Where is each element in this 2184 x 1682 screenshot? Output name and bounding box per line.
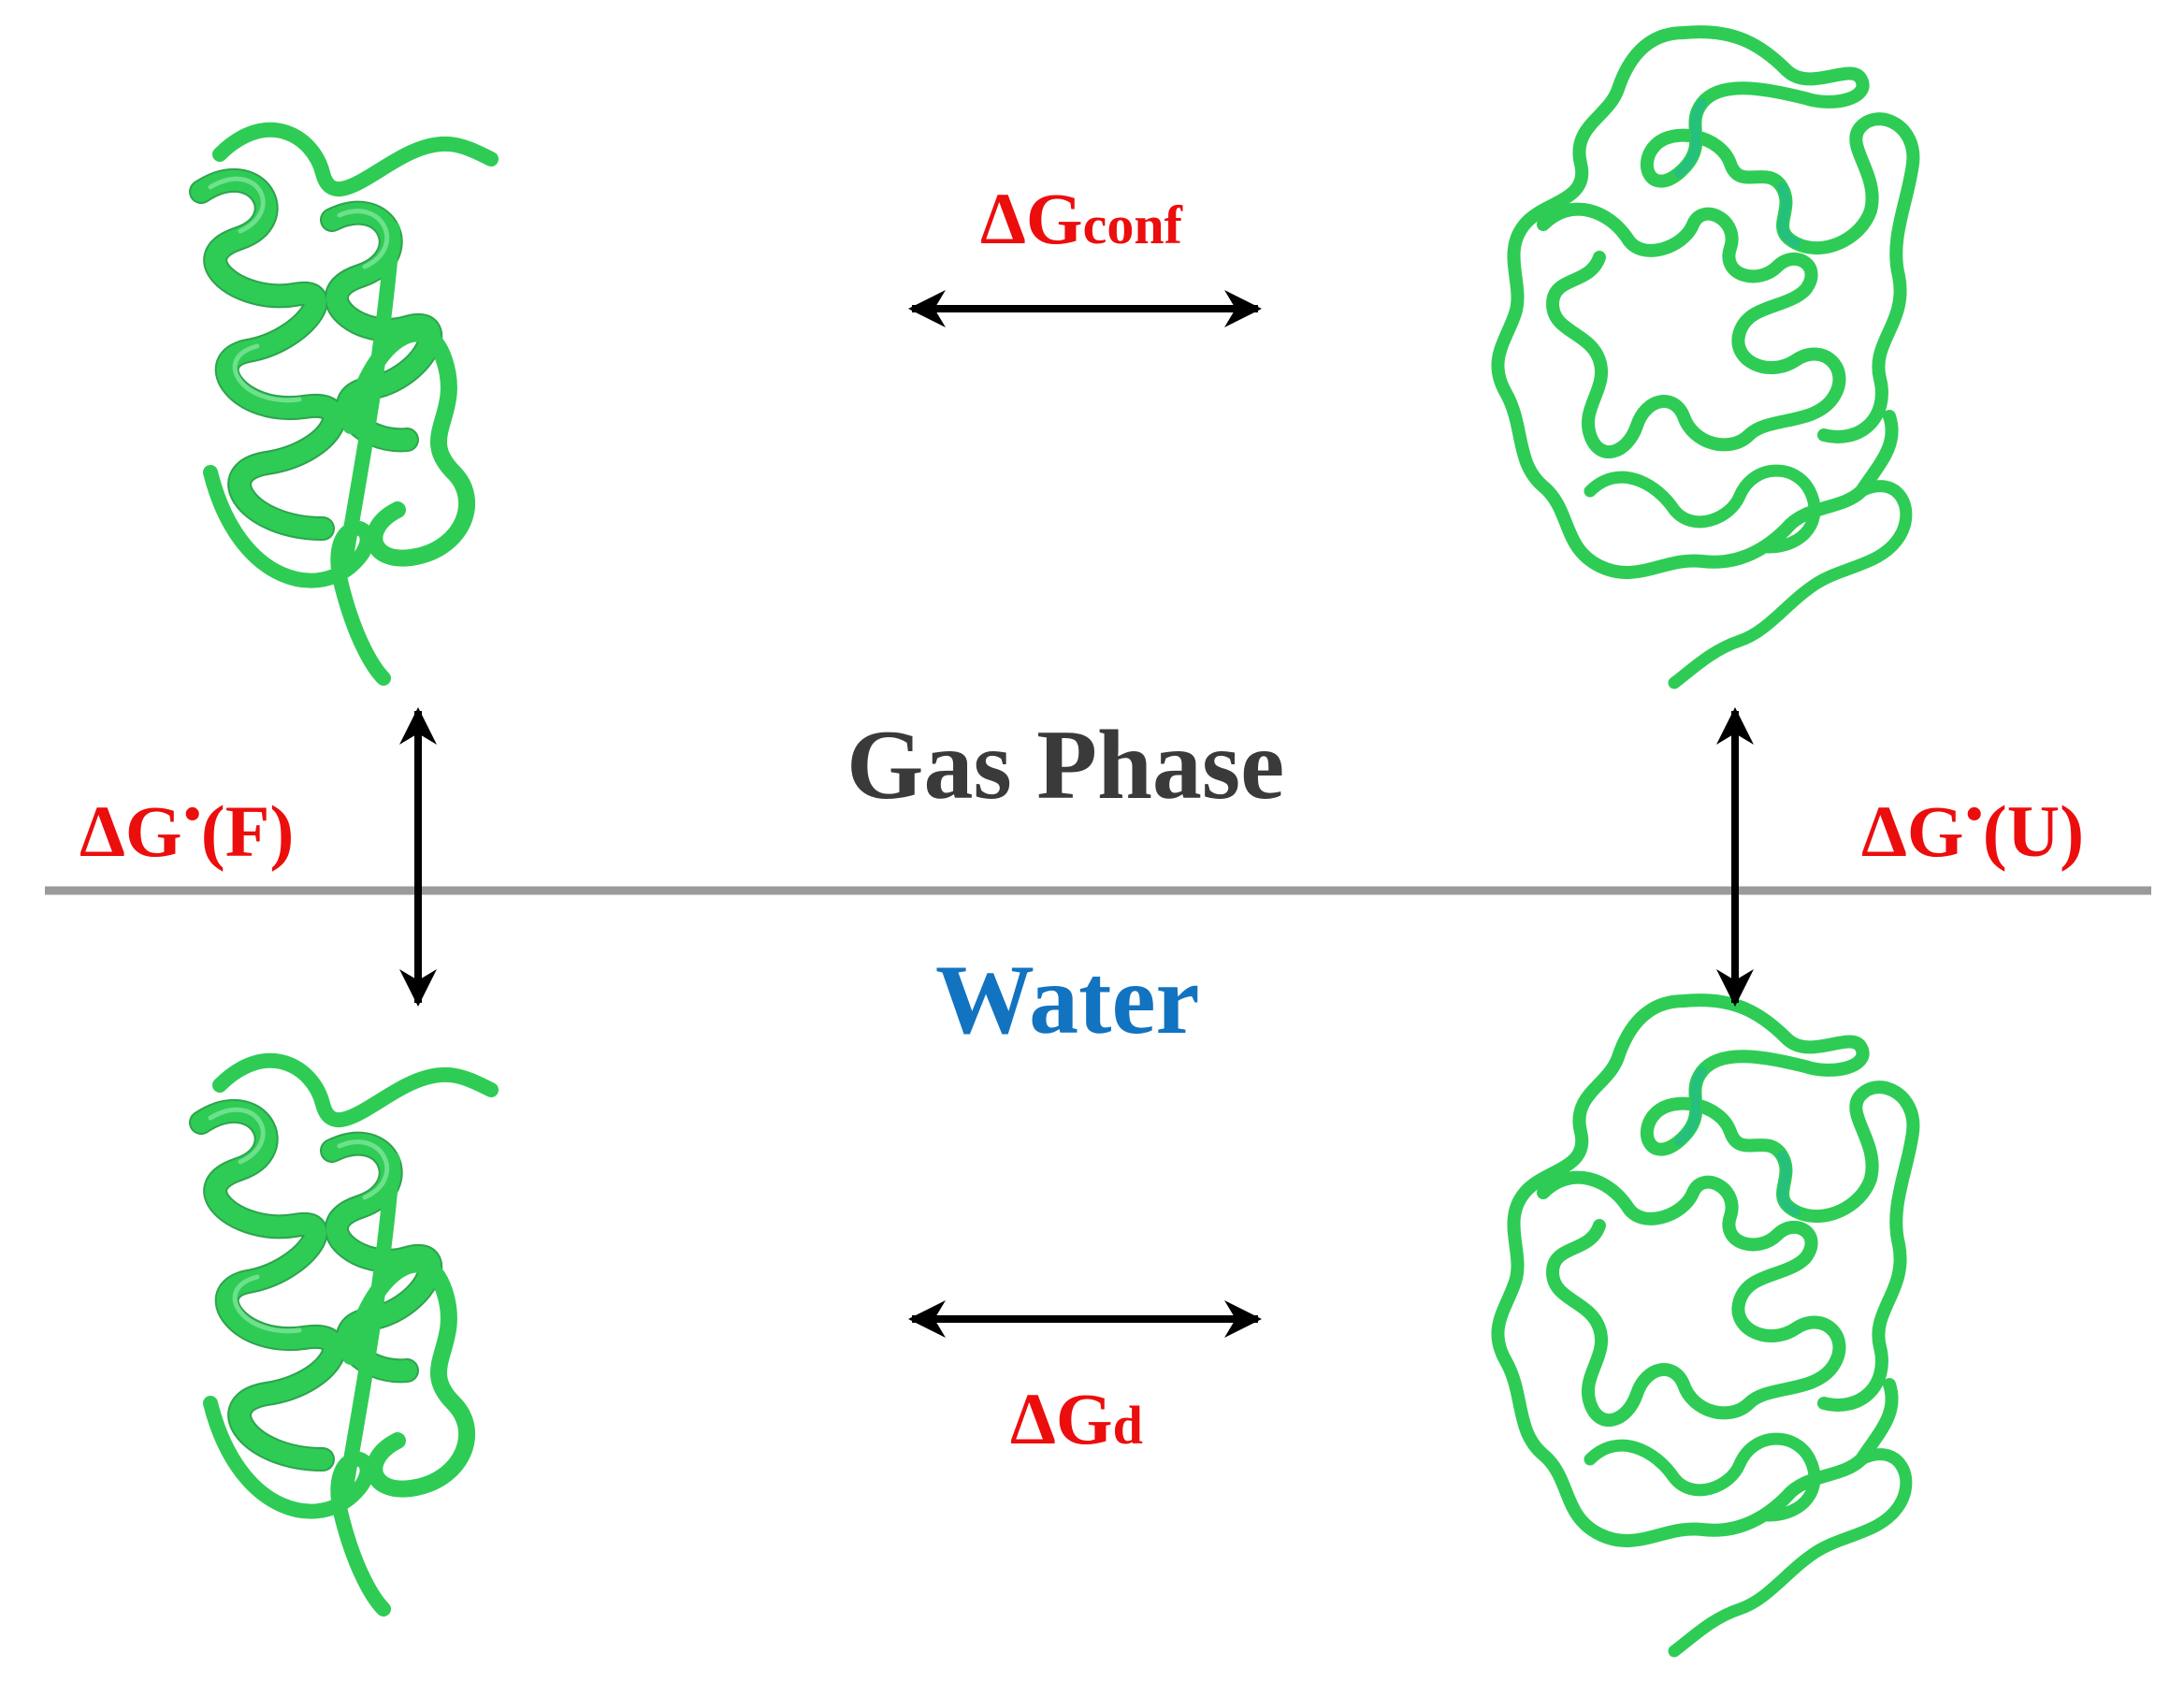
unfolded-protein-gas xyxy=(1497,32,1913,683)
delta-g-solvation-unfolded-label: ΔG•(U) xyxy=(1861,788,2085,872)
folded-protein-gas xyxy=(201,130,491,678)
delta-g-conf-label: ΔGconf xyxy=(980,178,1182,259)
folded-protein-water xyxy=(201,1061,491,1609)
water-phase-label: Water xyxy=(935,945,1200,1054)
gas-phase-label: Gas Phase xyxy=(846,710,1285,819)
unfolded-protein-water xyxy=(1497,1000,1913,1651)
delta-g-solvation-folded-label: ΔG•(F) xyxy=(80,788,295,872)
delta-g-d-label: ΔGd xyxy=(1010,1378,1143,1459)
